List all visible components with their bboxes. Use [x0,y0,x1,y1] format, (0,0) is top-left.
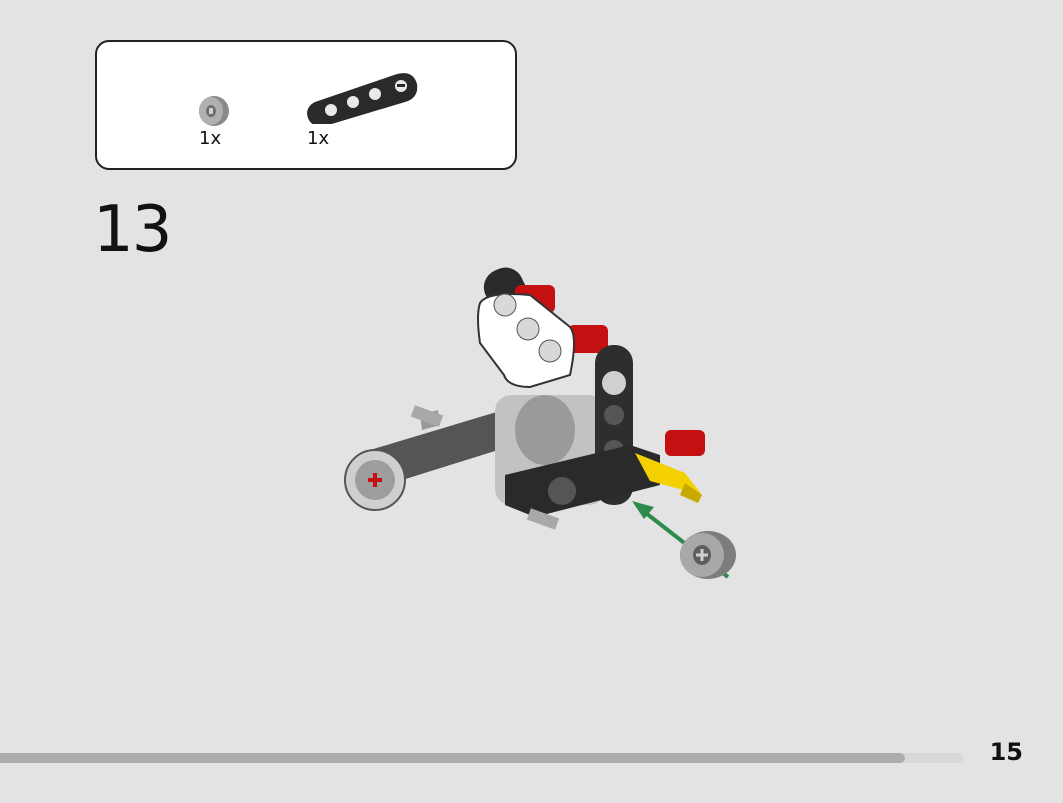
bush-part-icon [197,94,231,128]
assembly-illustration [330,255,750,599]
bush-icon [680,531,736,579]
gear-icon [344,449,406,511]
page-progress-fill [0,753,906,763]
beam-quantity: 1x [307,128,330,149]
beam-part-icon [305,64,420,124]
parts-callout: 1x 1x [95,40,517,170]
step-number: 13 [93,193,172,267]
bush-quantity: 1x [199,128,222,149]
page-progress-bar [0,753,963,763]
page-number: 15 [989,738,1023,766]
